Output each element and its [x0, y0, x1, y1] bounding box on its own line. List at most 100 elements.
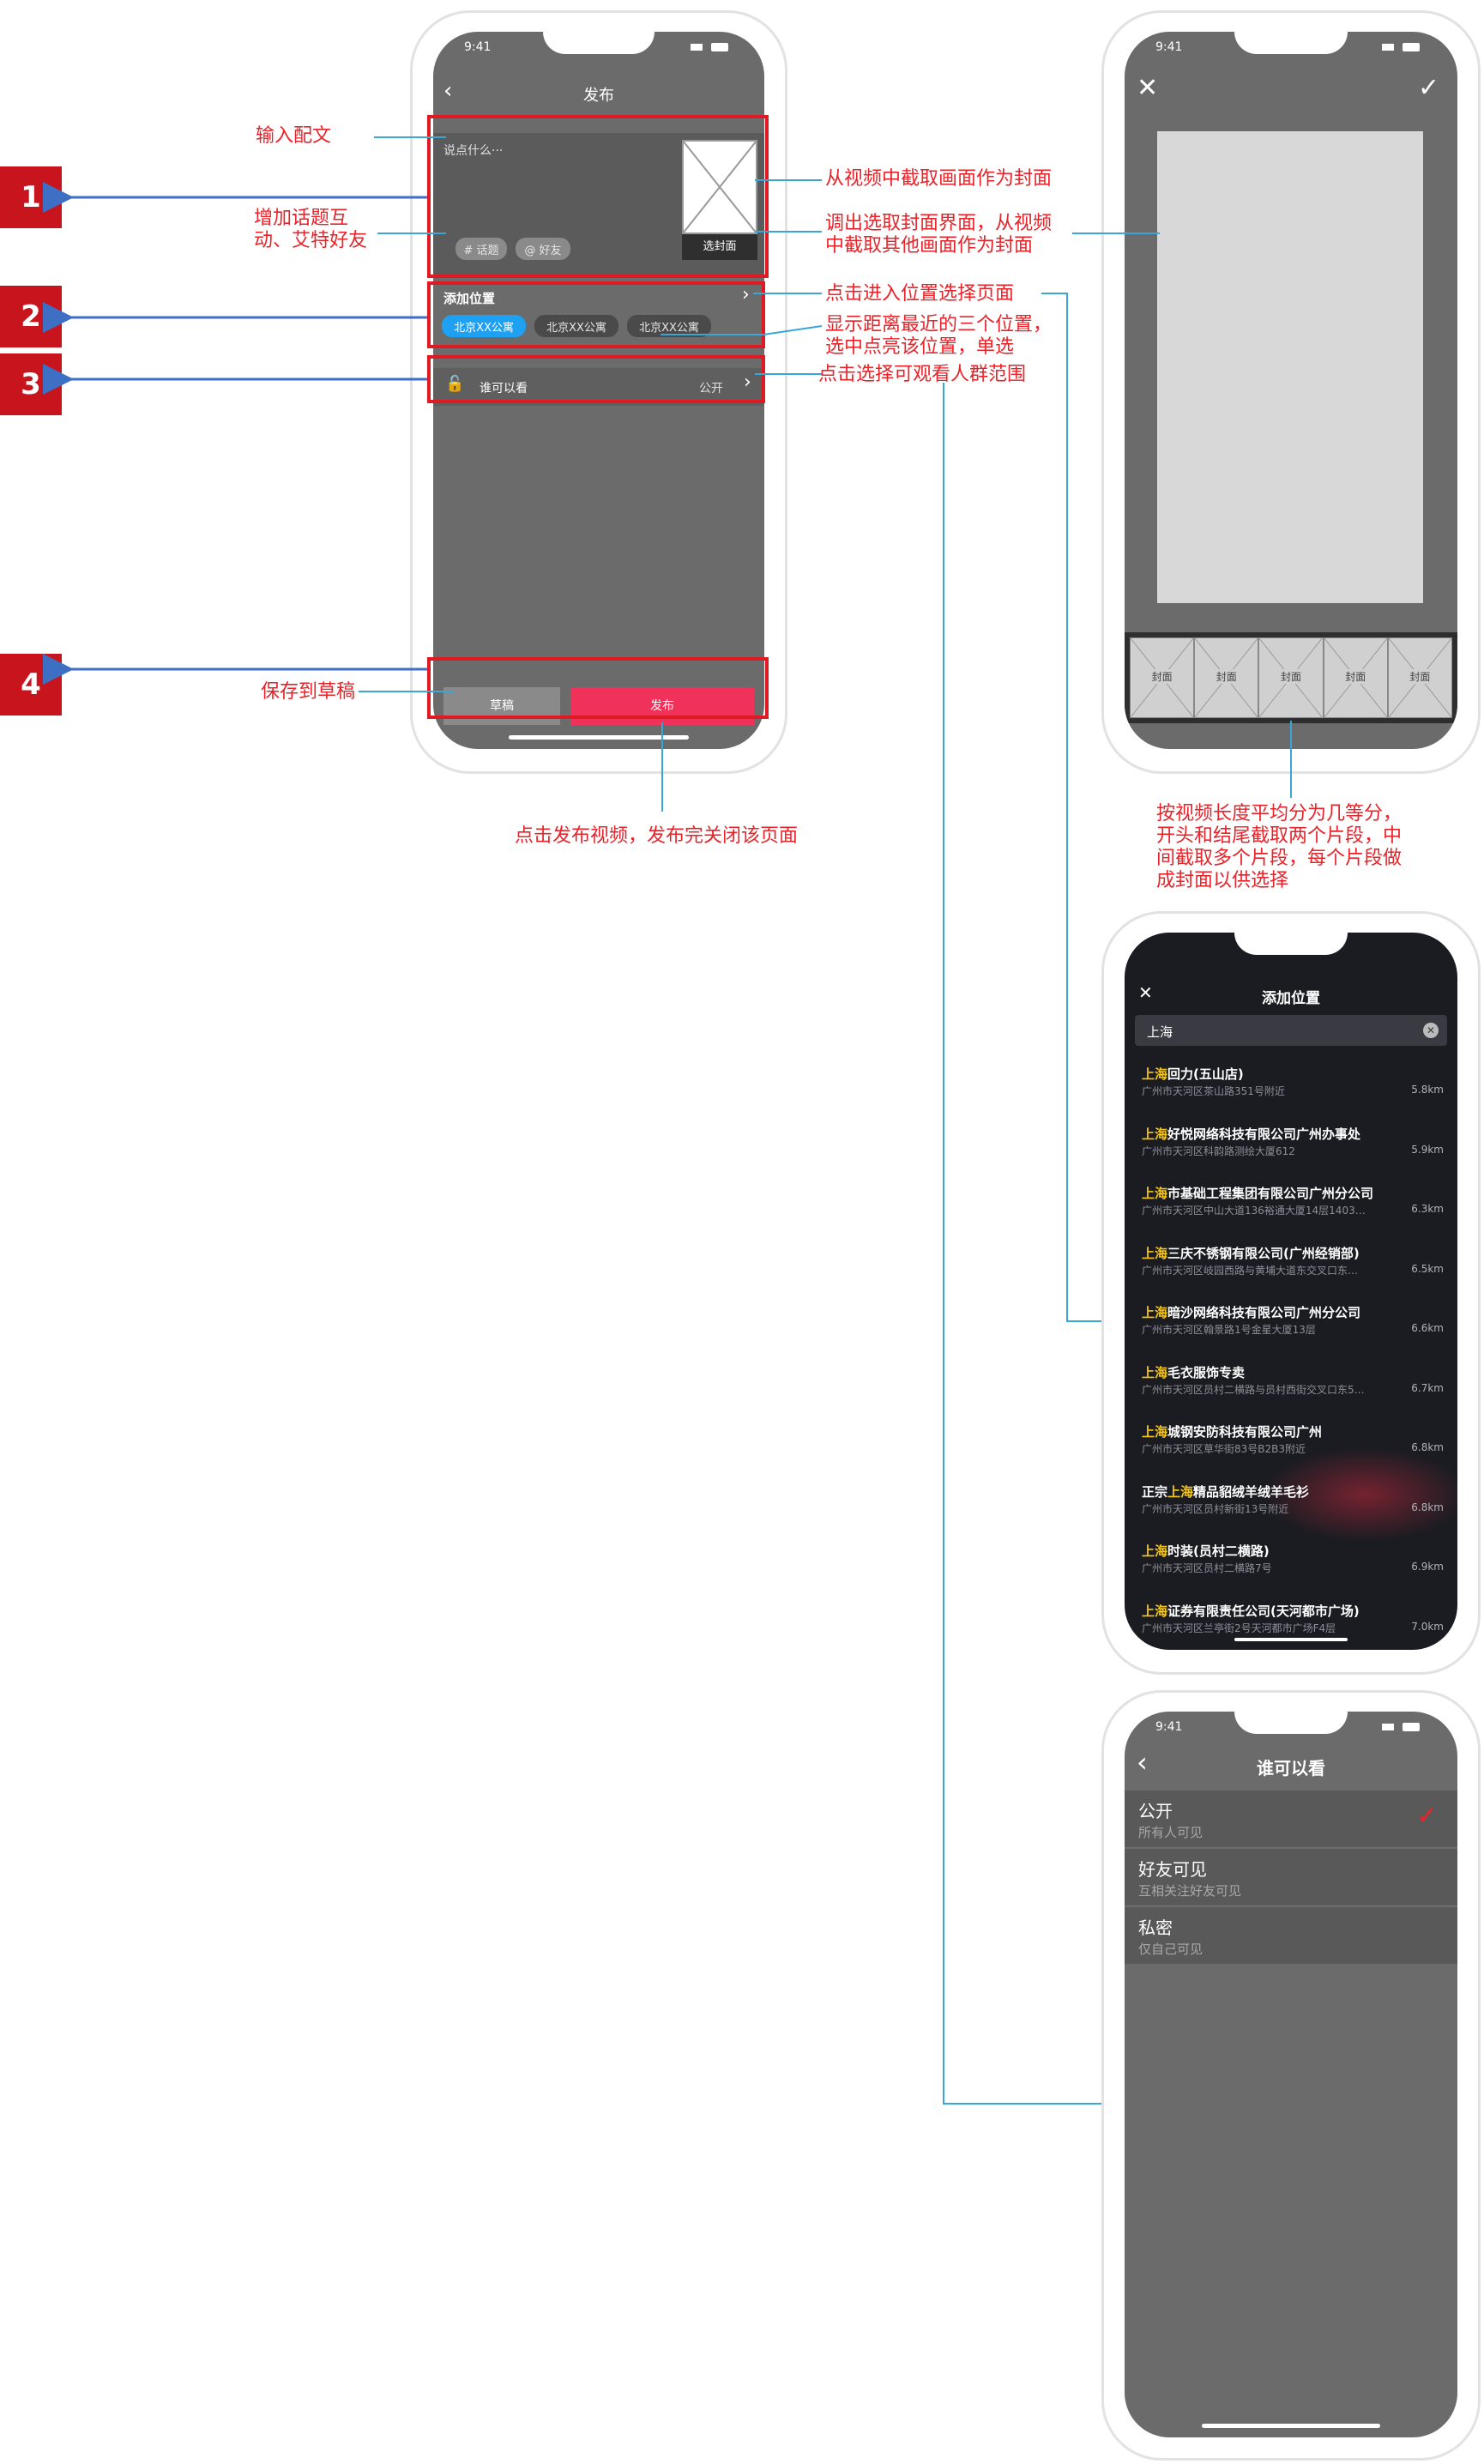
page-title: 谁可以看 [1257, 1758, 1325, 1779]
option-desc: 仅自己可见 [1138, 1942, 1203, 1957]
location-address: 广州市天河区员村新街13号附近 [1142, 1502, 1289, 1515]
signal-icon [1382, 44, 1394, 51]
frame-thumbnail[interactable]: 封面 [1258, 637, 1324, 718]
location-name-rest: 精品貂绒羊绒羊毛衫 [1193, 1483, 1310, 1500]
frame-label: 封面 [1131, 669, 1194, 684]
region-box-2 [427, 281, 765, 348]
annotation-visibility-range: 点击选择可观看人群范围 [818, 364, 1027, 385]
location-name: 上海时装(员村二横路) [1142, 1542, 1270, 1560]
frame-thumbnail[interactable]: 封面 [1130, 637, 1195, 718]
badge-3: 3 [0, 353, 62, 415]
annotation-cover-select-line1: 调出选取封面界面，从视频 [825, 213, 1053, 234]
close-icon[interactable]: ✕ [1137, 73, 1159, 103]
location-name-prefix: 正宗 [1142, 1483, 1168, 1500]
location-name: 上海好悦网络科技有限公司广州办事处 [1142, 1125, 1360, 1143]
caption-input[interactable]: 说点什么··· [443, 144, 504, 158]
notch [1234, 1712, 1348, 1734]
notch [1234, 933, 1348, 955]
home-indicator [509, 735, 689, 740]
annotation-nearest-line1: 显示距离最近的三个位置， [825, 314, 1053, 335]
back-icon[interactable]: ‹ [1137, 1746, 1148, 1779]
annotation-segment-line1: 按视频长度平均分为几等分， [1156, 803, 1403, 824]
frame-label: 封面 [1195, 669, 1258, 684]
location-name-rest: 市基础工程集团有限公司广州分公司 [1167, 1186, 1374, 1201]
leader-to-visibility-screen [943, 383, 1101, 2105]
clear-icon[interactable]: ✕ [1423, 1023, 1439, 1038]
visibility-row[interactable]: 🔓 谁可以看 公开 › [433, 368, 764, 406]
cover-thumbnail[interactable]: 选封面 [682, 140, 757, 260]
back-icon[interactable]: ‹ [443, 78, 453, 104]
signal-icon [1382, 1724, 1394, 1730]
location-name-rest: 三庆不锈钢有限公司(广州经销部) [1167, 1245, 1360, 1261]
location-name: 上海城钢安防科技有限公司广州 [1142, 1422, 1322, 1440]
location-name-rest: 证券有限责任公司(天河都市广场) [1167, 1603, 1360, 1619]
visibility-chevron-icon: › [744, 371, 751, 393]
visibility-option-public[interactable]: 公开 所有人可见 ✓ [1125, 1791, 1457, 1848]
frame-thumbnail[interactable]: 封面 [1387, 637, 1453, 718]
location-name-highlight: 上海 [1142, 1543, 1168, 1559]
annotation-cover-select-line2: 中截取其他画面作为封面 [825, 235, 1034, 257]
badge-2: 2 [0, 286, 62, 347]
annotation-location-page: 点击进入位置选择页面 [825, 283, 1015, 305]
location-chip-selected[interactable]: 北京XX公寓 [442, 315, 526, 337]
location-search-input[interactable]: 上海 ✕ [1135, 1015, 1447, 1046]
location-distance: 6.5km [1411, 1262, 1444, 1275]
battery-icon [1403, 1723, 1421, 1731]
badge-4: 4 [0, 654, 62, 716]
visibility-option-private[interactable]: 私密 仅自己可见 [1125, 1907, 1457, 1964]
location-distance: 7.0km [1411, 1620, 1444, 1633]
status-time: 9:41 [1155, 40, 1183, 54]
location-address: 广州市天河区茶山路351号附近 [1142, 1085, 1285, 1097]
frame-label: 封面 [1259, 669, 1323, 684]
location-name-highlight: 上海 [1142, 1424, 1168, 1440]
frame-thumbnail[interactable]: 封面 [1194, 637, 1259, 718]
option-title: 私密 [1138, 1917, 1173, 1938]
location-distance: 6.6km [1411, 1322, 1444, 1334]
location-name: 上海回力(五山店) [1142, 1065, 1244, 1083]
close-icon[interactable]: ✕ [1138, 982, 1153, 1003]
option-title: 公开 [1138, 1801, 1173, 1821]
location-list-item[interactable]: 上海毛衣服饰专卖广州市天河区员村二横路与员村西街交叉口东5…6.7km [1125, 1363, 1457, 1423]
visibility-option-friends[interactable]: 好友可见 互相关注好友可见 [1125, 1849, 1457, 1906]
option-desc: 互相关注好友可见 [1138, 1883, 1242, 1899]
location-chevron-icon[interactable]: › [742, 284, 750, 305]
location-address: 广州市天河区科韵路测绘大厦612 [1142, 1144, 1295, 1157]
annotation-input-text: 输入配文 [256, 125, 332, 147]
location-address: 广州市天河区员村二横路7号 [1142, 1562, 1272, 1574]
battery-icon [711, 43, 729, 51]
frame-thumbnail[interactable]: 封面 [1323, 637, 1388, 718]
annotation-segment-line3: 间截取多个片段，每个片段做 [1156, 848, 1403, 869]
option-desc: 所有人可见 [1138, 1825, 1203, 1840]
home-indicator [1234, 1638, 1348, 1641]
frame-label: 封面 [1388, 669, 1452, 684]
location-name-highlight: 上海 [1142, 1126, 1168, 1142]
caption-area: 说点什么··· # 话题 @ 好友 选封面 [433, 133, 764, 275]
location-name: 上海三庆不锈钢有限公司(广州经销部) [1142, 1244, 1360, 1262]
topic-chip[interactable]: # 话题 [455, 238, 507, 260]
location-list-item[interactable]: 上海三庆不锈钢有限公司(广州经销部)广州市天河区岐园西路与黄埔大道东交叉口东…6… [1125, 1244, 1457, 1304]
frame-list: 封面 封面 封面 封面 封面 [1130, 637, 1453, 718]
mention-chip[interactable]: @ 好友 [516, 238, 570, 260]
page-title: 发布 [583, 87, 614, 105]
glow-decoration [1262, 1447, 1457, 1542]
location-list-item[interactable]: 上海市基础工程集团有限公司广州分公司广州市天河区中山大道136裕通大厦14层14… [1125, 1184, 1457, 1244]
confirm-icon[interactable]: ✓ [1418, 73, 1440, 103]
add-location-label[interactable]: 添加位置 [443, 291, 496, 306]
cover-preview [1157, 131, 1423, 603]
location-chip[interactable]: 北京XX公寓 [534, 315, 618, 337]
location-distance: 6.3km [1411, 1203, 1444, 1215]
badge-1: 1 [0, 166, 62, 228]
annotation-segment-line2: 开头和结尾截取两个片段，中 [1156, 825, 1403, 847]
phone-visibility: 9:41 ‹ 谁可以看 公开 所有人可见 ✓ 好友可见 互相关注好友可见 私密 … [1101, 1690, 1481, 2461]
location-name-rest: 暗沙网络科技有限公司广州分公司 [1167, 1305, 1361, 1320]
